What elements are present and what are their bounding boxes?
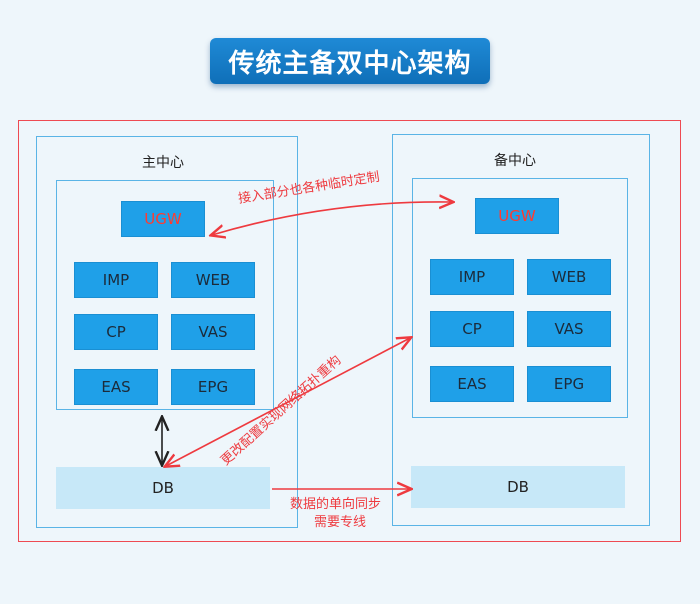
backup-center-box — [392, 134, 650, 526]
backup-db: DB — [411, 466, 625, 508]
diagram-title: 传统主备双中心架构 — [210, 38, 490, 84]
main-imp-node: IMP — [74, 262, 158, 298]
main-center-label: 主中心 — [142, 155, 184, 171]
topology-arrow — [166, 338, 410, 466]
backup-imp-node: IMP — [430, 259, 514, 295]
backup-center-label: 备中心 — [494, 153, 536, 169]
backup-vas-node: VAS — [527, 311, 611, 347]
backup-web-node: WEB — [527, 259, 611, 295]
main-db: DB — [56, 467, 270, 509]
backup-ugw-node: UGW — [475, 198, 559, 234]
main-eas-node: EAS — [74, 369, 158, 405]
db-sync-annotation-line2: 需要专线 — [314, 515, 367, 530]
backup-epg-node: EPG — [527, 366, 611, 402]
backup-eas-node: EAS — [430, 366, 514, 402]
main-ugw-node: UGW — [121, 201, 205, 237]
main-cp-node: CP — [74, 314, 158, 350]
backup-center-services — [412, 178, 628, 418]
db-sync-annotation-line1: 数据的单向同步 — [290, 497, 382, 512]
backup-cp-node: CP — [430, 311, 514, 347]
ugw-link-arrow — [212, 202, 452, 235]
architecture-frame — [18, 120, 681, 542]
main-web-node: WEB — [171, 262, 255, 298]
main-center-box — [36, 136, 298, 528]
